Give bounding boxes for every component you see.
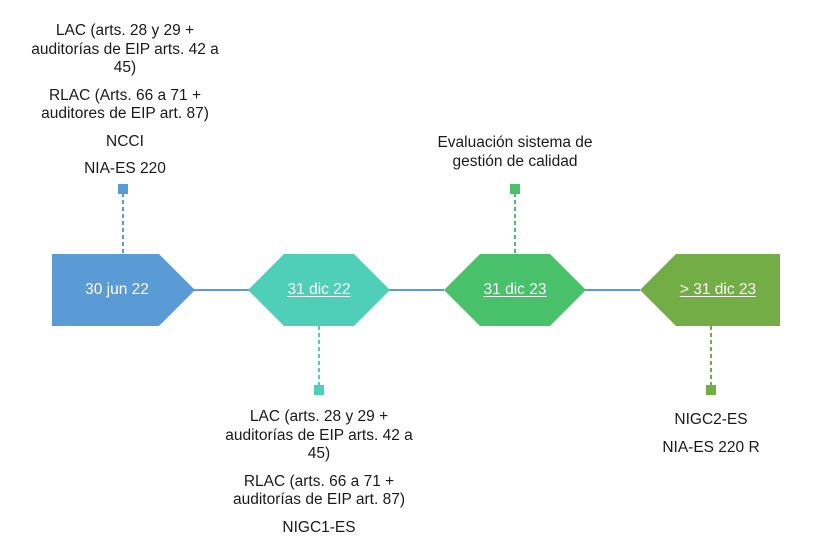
stage-shape-1 (52, 254, 195, 326)
marker-stage3 (510, 184, 520, 194)
marker-stage1 (118, 184, 128, 194)
stage-shape-2 (248, 254, 390, 326)
note-stage3-evaluacion: Evaluación sistema de gestión de calidad (437, 134, 593, 170)
stage-shape-4 (640, 254, 780, 326)
note-stage4-nia: NIA-ES 220 R (662, 438, 760, 456)
note-stage4-nigc2: NIGC2-ES (674, 411, 748, 428)
note-block-stage4: NIGC2-ES NIA-ES 220 R (631, 411, 791, 466)
stage-label-2[interactable]: 31 dic 22 (287, 281, 351, 298)
note-stage2-nigc1: NIGC1-ES (282, 518, 356, 536)
note-stage1-nia: NIA-ES 220 (84, 160, 166, 177)
note-stage1-lac: LAC (arts. 28 y 29 + auditorías de EIP a… (31, 22, 219, 76)
stage-label-1: 30 jun 22 (85, 281, 149, 298)
note-block-stage2: LAC (arts. 28 y 29 + auditorías de EIP a… (219, 408, 419, 546)
note-stage2-lac: LAC (arts. 28 y 29 + auditorías de EIP a… (225, 408, 413, 462)
note-block-stage3: Evaluación sistema de gestión de calidad (425, 134, 605, 180)
marker-stage2 (314, 385, 324, 395)
note-stage2-rlac: RLAC (arts. 66 a 71 + auditorías de EIP … (232, 472, 406, 509)
note-block-stage1: LAC (arts. 28 y 29 + auditorías de EIP a… (25, 22, 225, 188)
note-stage1-ncci: NCCI (106, 132, 144, 150)
marker-stage4 (706, 385, 716, 395)
stage-label-3[interactable]: 31 dic 23 (483, 281, 547, 298)
stage-shape-3 (444, 254, 586, 326)
note-stage1-rlac: RLAC (Arts. 66 a 71 + auditores de EIP a… (41, 86, 209, 123)
stage-label-4[interactable]: > 31 dic 23 (679, 281, 757, 298)
